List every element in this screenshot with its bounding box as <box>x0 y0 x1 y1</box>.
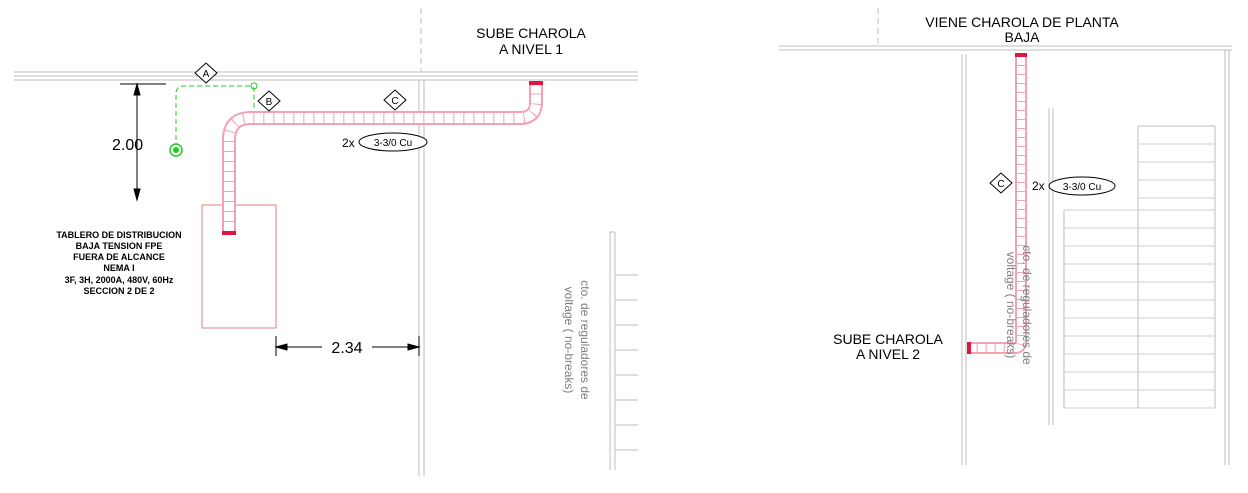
left-cable-tray <box>222 81 543 235</box>
tray-end-bottom <box>222 231 236 235</box>
tablero-label: TABLERO DE DISTRIBUCION BAJA TENSION FPE… <box>56 230 181 296</box>
svg-text:voltage ( no-breaks): voltage ( no-breaks) <box>1004 252 1018 359</box>
svg-text:SECCION 2 DE 2: SECCION 2 DE 2 <box>83 286 154 296</box>
svg-text:B: B <box>266 97 273 108</box>
right-plan: C 2x 3-3/0 Cu VIENE CHAROLA DE PLANTA BA… <box>779 8 1232 465</box>
sube-charola-line2: A NIVEL 1 <box>499 41 563 57</box>
tag-c: C <box>383 89 407 111</box>
cable-multiplier-right: 2x <box>1032 179 1045 193</box>
right-stair-lines <box>1064 143 1215 409</box>
tag-a: A <box>194 62 218 84</box>
tray-end-top <box>529 81 543 85</box>
cable-spec-right: 3-3/0 Cu <box>1063 182 1101 193</box>
cable-spec-ellipse <box>358 132 428 152</box>
ground-wire <box>169 82 258 157</box>
svg-text:C: C <box>391 96 398 107</box>
dimension-vertical <box>120 82 166 202</box>
svg-text:3F, 3H, 2000A, 480V, 60Hz: 3F, 3H, 2000A, 480V, 60Hz <box>65 275 174 285</box>
room-label-right: cto. de reguladores de voltage ( no-brea… <box>1004 245 1034 365</box>
sube-charola-2-line2: A NIVEL 2 <box>856 346 920 362</box>
svg-text:A: A <box>203 69 210 80</box>
sube-charola-line1: SUBE CHAROLA <box>476 25 586 41</box>
svg-text:voltage ( no-breaks): voltage ( no-breaks) <box>562 287 576 394</box>
viene-charola-line2: BAJA <box>1004 29 1040 45</box>
svg-text:FUERA DE ALCANCE: FUERA DE ALCANCE <box>73 252 165 262</box>
svg-text:NEMA I: NEMA I <box>103 263 134 273</box>
right-cable-tray <box>967 53 1027 354</box>
svg-text:C: C <box>997 179 1004 190</box>
svg-text:cto. de reguladores de: cto. de reguladores de <box>578 280 592 400</box>
tablero-outline <box>201 204 277 329</box>
tag-c-right: C <box>989 172 1013 194</box>
dimension-vertical-label: 2.00 <box>112 137 143 154</box>
tray-end-left-right <box>967 342 971 354</box>
tag-b: B <box>257 90 281 112</box>
viene-charola-line1: VIENE CHAROLA DE PLANTA <box>925 14 1119 30</box>
right-walls <box>779 8 1232 465</box>
left-plan: 2.00 2.34 A B C 2x 3-3/0 Cu SUBE CHA <box>14 8 638 476</box>
svg-text:BAJA TENSION FPE: BAJA TENSION FPE <box>76 241 163 251</box>
cable-multiplier: 2x <box>342 136 355 150</box>
dimension-horizontal-label: 2.34 <box>331 340 362 357</box>
svg-text:TABLERO DE DISTRIBUCION: TABLERO DE DISTRIBUCION <box>56 230 181 240</box>
cable-spec-ellipse-right <box>1048 176 1116 196</box>
tray-end-top-right <box>1015 53 1027 57</box>
cable-spec: 3-3/0 Cu <box>374 138 412 149</box>
sube-charola-2-line1: SUBE CHAROLA <box>833 331 943 347</box>
svg-text:cto. de reguladores de: cto. de reguladores de <box>1020 245 1034 365</box>
room-label-left: cto. de reguladores de voltage ( no-brea… <box>562 280 592 400</box>
